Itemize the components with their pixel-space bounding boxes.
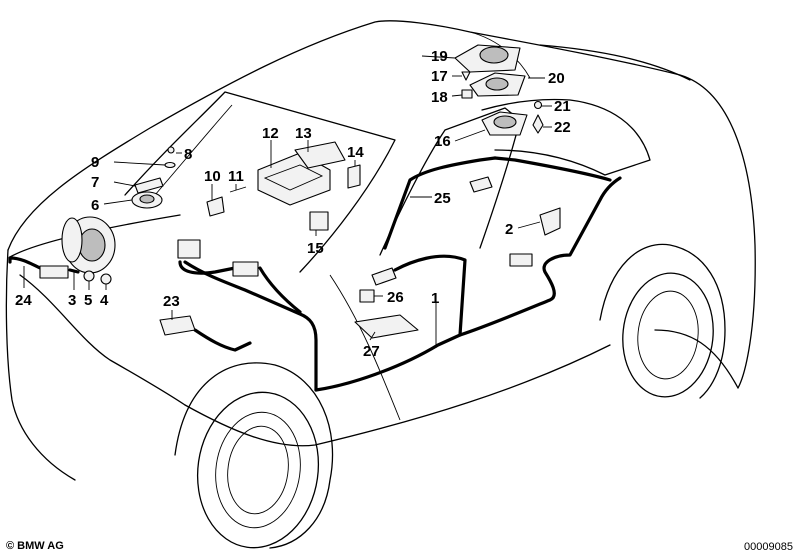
label-part-14: 14 [347, 144, 364, 161]
label-part-16: 16 [434, 133, 451, 150]
label-part-18: 18 [431, 89, 448, 106]
label-part-21: 21 [554, 98, 571, 115]
parts [39, 44, 561, 339]
wiring-harness [8, 156, 622, 392]
label-part-2: 2 [505, 221, 513, 238]
label-part-20: 20 [548, 70, 565, 87]
label-part-25: 25 [434, 190, 451, 207]
label-part-26: 26 [387, 289, 404, 306]
label-part-11: 11 [228, 168, 244, 185]
label-part-9: 9 [91, 154, 99, 171]
label-part-6: 6 [91, 197, 99, 214]
label-part-19: 19 [431, 48, 448, 65]
label-part-22: 22 [554, 119, 571, 136]
label-part-3: 3 [68, 292, 76, 309]
document-number: 00009085 [744, 541, 793, 553]
label-part-4: 4 [100, 292, 109, 309]
label-part-10: 10 [204, 168, 221, 185]
label-part-7: 7 [91, 174, 99, 191]
label-part-1: 1 [431, 290, 439, 307]
label-part-15: 15 [307, 240, 324, 257]
copyright-text: © BMW AG [6, 540, 64, 552]
car-outline [5, 20, 756, 549]
label-part-24: 24 [15, 292, 32, 309]
label-part-23: 23 [163, 293, 180, 310]
label-part-12: 12 [262, 125, 279, 142]
label-part-8: 8 [184, 146, 192, 163]
label-part-27: 27 [363, 343, 380, 360]
label-part-13: 13 [295, 125, 312, 142]
label-part-17: 17 [431, 68, 448, 85]
leader-lines [23, 55, 552, 348]
part-labels: 1 2 3 4 5 6 7 8 9 10 11 12 13 14 15 16 1… [15, 48, 571, 360]
label-part-5: 5 [84, 292, 92, 309]
